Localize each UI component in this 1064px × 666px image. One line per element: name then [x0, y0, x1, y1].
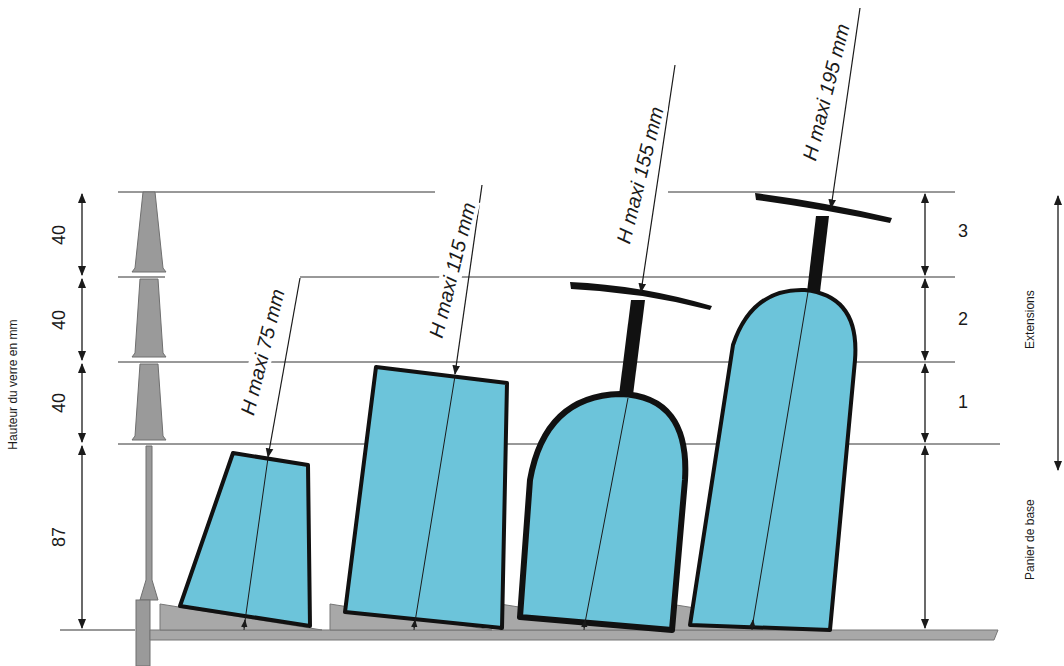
- extension-pegs: [132, 192, 166, 666]
- glasses: [180, 290, 855, 630]
- side-label: Panier de base: [1023, 498, 1036, 583]
- centre-lines: [244, 292, 808, 630]
- height-callout: H maxi 115 mm: [424, 198, 480, 342]
- dimension-value: 40: [50, 391, 70, 415]
- dimension-arrows: [60, 194, 1058, 630]
- height-callout: H maxi 75 mm: [235, 285, 288, 419]
- extension-number: 2: [956, 310, 970, 330]
- height-callout: H maxi 155 mm: [612, 102, 668, 247]
- height-callout: H maxi 195 mm: [798, 19, 854, 164]
- level-lines: [118, 192, 1000, 444]
- axis-title: Hauteur du verre en mm: [7, 318, 20, 452]
- dimension-value: 87: [50, 525, 70, 549]
- extension-number: 1: [956, 393, 970, 413]
- dimension-value: 40: [50, 308, 70, 332]
- extension-number: 3: [956, 222, 970, 242]
- side-label: Extensions: [1023, 289, 1036, 352]
- leader-lines: [268, 8, 860, 457]
- dimension-value: 40: [50, 223, 70, 247]
